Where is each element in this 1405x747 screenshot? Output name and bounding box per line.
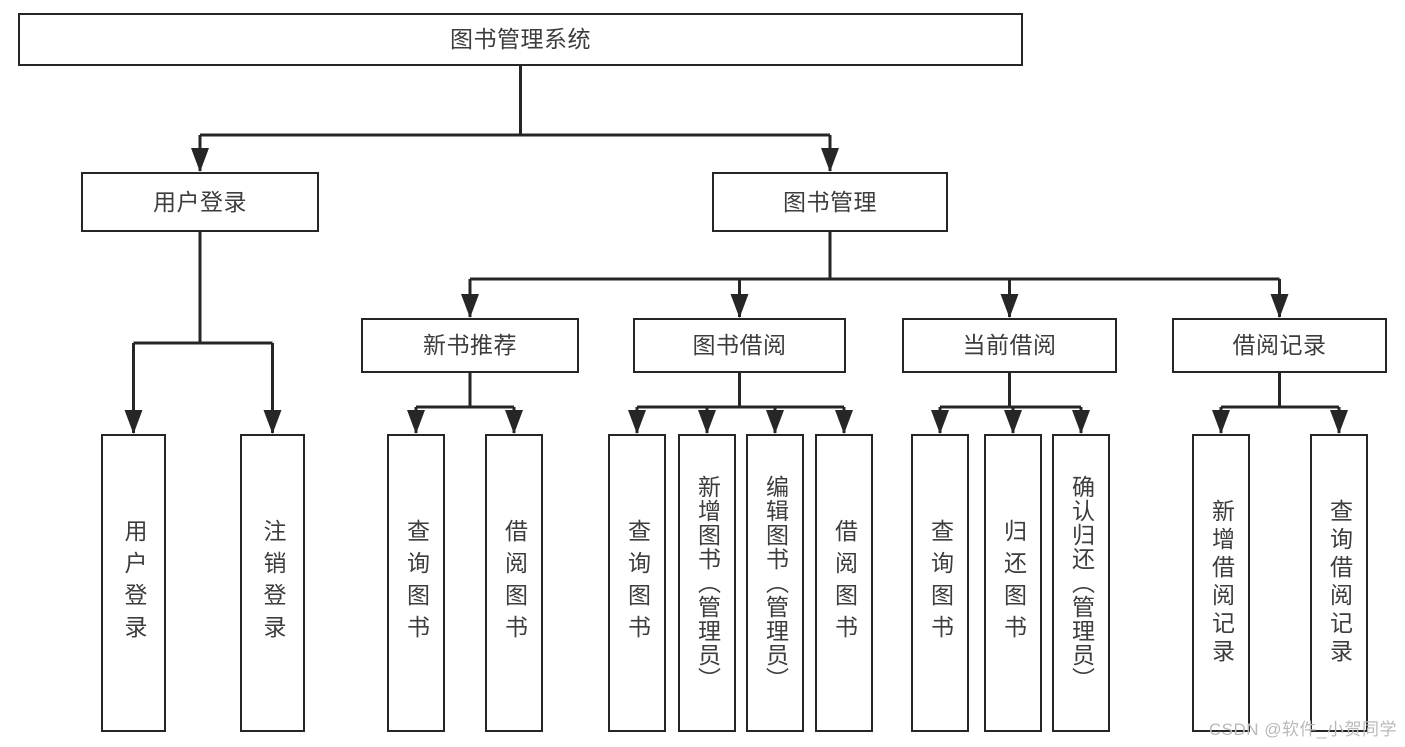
node-l-query-book-brw[interactable]: 查询图书 xyxy=(608,434,666,732)
node-label: 图书管理 xyxy=(783,188,877,215)
connector-arrowhead xyxy=(1270,294,1289,318)
node-l-query-record[interactable]: 查询借阅记录 xyxy=(1310,434,1368,732)
node-label: 当前借阅 xyxy=(962,332,1057,359)
connector-arrowhead xyxy=(931,410,949,434)
node-label: 新增借阅记录 xyxy=(1208,499,1235,667)
node-n-book-borrow[interactable]: 图书借阅 xyxy=(633,318,846,373)
node-n-user-login[interactable]: 用户登录 xyxy=(81,172,319,232)
node-label: 借阅记录 xyxy=(1232,332,1327,359)
connector-arrowhead xyxy=(1004,410,1022,434)
connector-arrowhead xyxy=(835,410,853,434)
node-l-query-book-rec[interactable]: 查询图书 xyxy=(387,434,445,732)
connector-arrowhead xyxy=(698,410,716,434)
node-l-return-book[interactable]: 归还图书 xyxy=(984,434,1042,732)
connector-arrowhead xyxy=(124,410,143,434)
node-label: 新书推荐 xyxy=(423,332,517,359)
node-label: 用户登录 xyxy=(121,519,147,647)
node-label: 借阅图书 xyxy=(831,519,858,647)
node-root[interactable]: 图书管理系统 xyxy=(18,13,1023,66)
node-label: 图书借阅 xyxy=(692,332,787,359)
connector-arrowhead xyxy=(821,148,839,172)
node-label: 查询图书 xyxy=(403,519,430,647)
node-label: 归还图书 xyxy=(1000,519,1027,647)
node-n-borrow-record[interactable]: 借阅记录 xyxy=(1172,318,1387,373)
node-label: 借阅图书 xyxy=(501,519,528,647)
node-l-add-book[interactable]: 新增图书（管理员） xyxy=(678,434,736,732)
node-l-borrow-book-brw[interactable]: 借阅图书 xyxy=(815,434,873,732)
connector-arrowhead xyxy=(407,410,425,434)
connector-arrowhead xyxy=(1212,410,1230,434)
connector-arrowhead xyxy=(1330,410,1348,434)
node-n-book-manage[interactable]: 图书管理 xyxy=(712,172,948,232)
node-l-edit-book[interactable]: 编辑图书（管理员） xyxy=(746,434,804,732)
node-label: 注销登录 xyxy=(260,519,286,647)
node-label: 图书管理系统 xyxy=(450,26,591,53)
node-label: 查询图书 xyxy=(624,519,651,647)
node-label: 用户登录 xyxy=(153,188,247,215)
connector-arrowhead xyxy=(766,410,784,434)
node-n-current-borrow[interactable]: 当前借阅 xyxy=(902,318,1117,373)
connector-arrowhead xyxy=(1000,294,1019,318)
node-l-user-login[interactable]: 用户登录 xyxy=(101,434,166,732)
connector-arrowhead xyxy=(505,410,523,434)
connector-arrowhead xyxy=(730,294,749,318)
node-label: 编辑图书（管理员） xyxy=(762,475,789,691)
node-l-query-book-cur[interactable]: 查询图书 xyxy=(911,434,969,732)
connector-arrowhead xyxy=(1072,410,1090,434)
node-label: 确认归还（管理员） xyxy=(1068,475,1095,691)
connector-arrowhead xyxy=(263,410,282,434)
node-l-confirm-return[interactable]: 确认归还（管理员） xyxy=(1052,434,1110,732)
node-label: 查询图书 xyxy=(927,519,954,647)
connector-arrowhead xyxy=(628,410,646,434)
connector-arrowhead xyxy=(461,294,479,318)
node-l-user-logout[interactable]: 注销登录 xyxy=(240,434,305,732)
node-n-new-book-rec[interactable]: 新书推荐 xyxy=(361,318,579,373)
node-label: 新增图书（管理员） xyxy=(694,475,721,691)
node-label: 查询借阅记录 xyxy=(1326,499,1353,667)
connector-arrowhead xyxy=(191,148,209,172)
node-l-add-record[interactable]: 新增借阅记录 xyxy=(1192,434,1250,732)
node-l-borrow-book-rec[interactable]: 借阅图书 xyxy=(485,434,543,732)
